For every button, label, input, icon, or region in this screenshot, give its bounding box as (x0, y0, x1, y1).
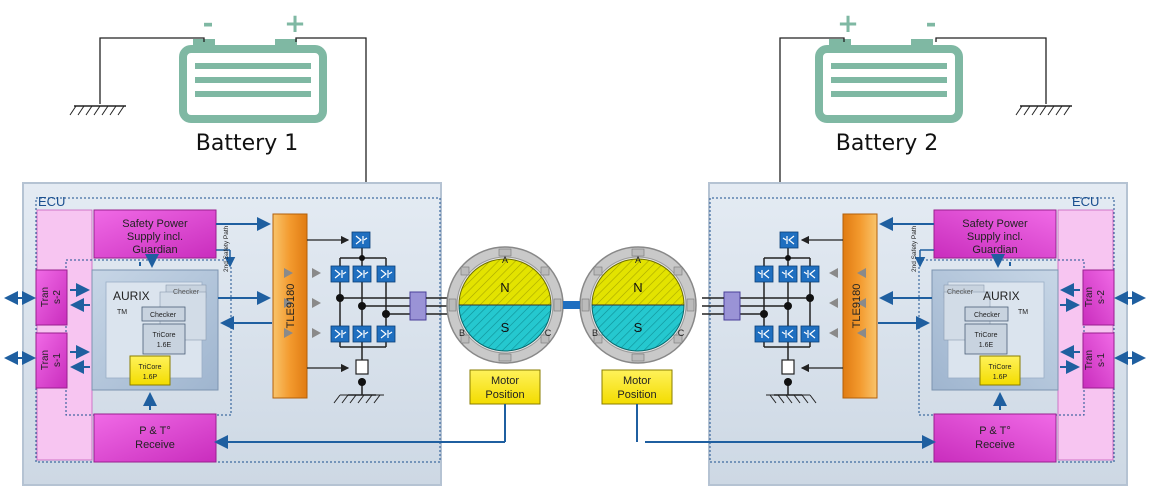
ecu-right-receive-1: P & T° (979, 425, 1011, 437)
motor-left-phase-b: B (459, 328, 465, 338)
battery-1-plus: + (284, 9, 306, 39)
motor-right-phase-b: B (592, 328, 598, 338)
ecu-right-checker: Checker (974, 312, 1001, 319)
motor-left-position-2: Position (485, 389, 524, 401)
ecu-left-checker-back: Checker (173, 289, 200, 296)
ecu-left (6, 183, 505, 485)
ecu-left-safety-supply-line1: Safety Power (122, 218, 188, 230)
ecu-left-receive-2: Receive (135, 439, 175, 451)
ecu-right-driver: TLE9180 (851, 284, 863, 329)
ground-symbol-1 (69, 105, 127, 116)
ecu-left-trans-top-1: Tran (40, 287, 51, 307)
motor-left-phase-c: C (545, 328, 552, 338)
motor-left-pole-n: N (500, 280, 509, 295)
ecu-right (645, 183, 1144, 485)
ecu-left-tricore-main-2: 1.6P (143, 374, 158, 381)
battery-1-label: Battery 1 (196, 131, 298, 156)
ecu-right-tricore-main-1: TriCore (988, 364, 1011, 371)
battery-1 (183, 39, 323, 119)
battery-1-minus: - (203, 9, 214, 39)
ecu-right-receive-2: Receive (975, 439, 1015, 451)
ecu-right-safety-supply-line2: Supply incl. (967, 231, 1023, 243)
ecu-left-trans-top-2: s-2 (52, 290, 63, 304)
ecu-right-safety-supply-line1: Safety Power (962, 218, 1028, 230)
ecu-right-safety-supply-line3: Guardian (972, 244, 1017, 256)
ecu-left-driver: TLE9180 (285, 284, 297, 329)
ground-symbol-2 (1015, 105, 1073, 116)
ecu-left-tricore-checker-2: 1.6E (157, 342, 172, 349)
ecu-right-aurix: AURIX (983, 289, 1020, 303)
ecu-left-label: ECU (38, 194, 65, 209)
ecu-right-trans-bottom-2: s-1 (1096, 353, 1107, 367)
ecu-right-trans-top-1: Tran (1084, 287, 1095, 307)
motor-left-phase-a: A (502, 255, 508, 265)
ecu-left-checker: Checker (150, 312, 177, 319)
ecu-left-tm: TM (117, 309, 127, 316)
motor-right-pole-n: N (633, 280, 642, 295)
ecu-left-safety-supply-line2: Supply incl. (127, 231, 183, 243)
ecu-right-label: ECU (1072, 194, 1099, 209)
battery-2-plus: + (837, 9, 859, 39)
ecu-left-trans-bottom-2: s-1 (52, 353, 63, 367)
ecu-right-tricore-checker-1: TriCore (974, 332, 997, 339)
ecu-left-safety-path: 2nd Safety Path (223, 225, 230, 272)
motor-right-pole-s: S (634, 320, 643, 335)
ecu-left-receive-1: P & T° (139, 425, 171, 437)
ecu-right-safety-path: 2nd Safety Path (911, 225, 918, 272)
ecu-left-tricore-main-1: TriCore (138, 364, 161, 371)
ecu-right-trans-bottom-1: Tran (1084, 350, 1095, 370)
motor-position-box-left (469, 369, 541, 405)
motor-right-phase-c: C (678, 328, 685, 338)
motor-left-pole-s: S (501, 320, 510, 335)
ecu-right-trans-top-2: s-2 (1096, 290, 1107, 304)
ecu-left-aurix: AURIX (113, 289, 150, 303)
ecu-right-tricore-checker-2: 1.6E (979, 342, 994, 349)
ecu-left-tricore-checker-1: TriCore (152, 332, 175, 339)
ecu-right-tm: TM (1018, 309, 1028, 316)
ecu-left-trans-bottom-1: Tran (40, 350, 51, 370)
motor-right-phase-a: A (635, 255, 641, 265)
motor-right-position-2: Position (617, 389, 656, 401)
ecu-right-checker-back: Checker (947, 289, 974, 296)
battery-wiring (99, 37, 1047, 236)
ecu-right-tricore-main-2: 1.6P (993, 374, 1008, 381)
battery-2 (819, 39, 959, 119)
battery-2-label: Battery 2 (836, 131, 938, 156)
motor-left-position-1: Motor (491, 375, 519, 387)
battery-2-minus: - (926, 9, 937, 39)
motor-coupling (563, 301, 580, 309)
motor-right-position-1: Motor (623, 375, 651, 387)
ecu-left-safety-supply-line3: Guardian (132, 244, 177, 256)
